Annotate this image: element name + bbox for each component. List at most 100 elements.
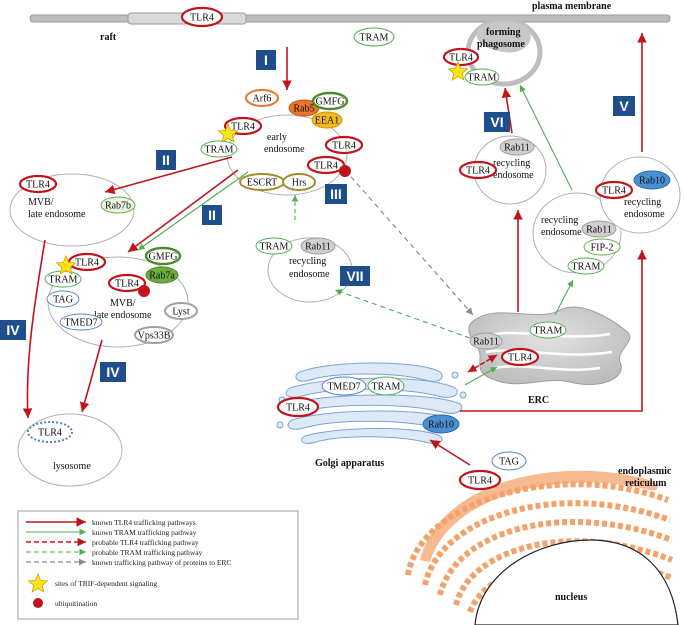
recycling-center-label-2: endosome	[541, 227, 582, 238]
mvb-1-label-1: MVB/	[28, 197, 54, 208]
arf6-badge	[245, 89, 279, 107]
recycling-vii-label-1: recycling	[289, 256, 326, 267]
erc: ERC	[468, 306, 631, 406]
legend-text-2: probable TLR4 trafficking pathway	[92, 538, 199, 547]
arrow-vii	[334, 289, 471, 339]
ubiquitin-dot-early	[339, 165, 351, 177]
pathway-box-i	[256, 50, 276, 70]
mvb-1-label-2: late endosome	[28, 209, 86, 220]
tlr4-mvb1-label: TLR4	[26, 180, 50, 191]
arrow-golgi-v	[460, 250, 647, 412]
rab7a-badge	[145, 266, 179, 284]
escrt-label: ESCRT	[247, 178, 278, 189]
recycling-vii-label-2: endosome	[289, 269, 330, 280]
arrow-erc-center	[554, 279, 574, 316]
tlr4-recycling-v-label: TLR4	[602, 186, 626, 197]
eea1-label: EEA1	[315, 116, 339, 127]
mvb-2-label-1: MVB/	[110, 298, 136, 309]
rab11-recycling-vii	[300, 237, 336, 255]
recycling-v-label-2: endosome	[624, 209, 665, 220]
rab10-recycling-v	[633, 170, 671, 190]
tram-early-label: TRAM	[205, 145, 234, 156]
tram-recycling-center-label: TRAM	[572, 262, 601, 273]
tlr4-mvb2-left	[67, 252, 107, 272]
pathway-box-ii	[202, 205, 222, 225]
legend-text-1: known TRAM trafficking pathway	[92, 528, 197, 537]
tlr4-lysosome-label: TLR4	[38, 428, 62, 439]
pathway-vii: VII	[346, 268, 363, 284]
rab10-recycling-v-label: Rab10	[639, 176, 665, 187]
phagosome-label-2: phagosome	[477, 39, 525, 50]
early-endosome-label-1: early	[267, 132, 287, 143]
tlr4-early	[223, 116, 263, 136]
pathway-iv-right: IV	[106, 364, 120, 380]
pathway-vi: VI	[490, 114, 503, 130]
arrow-golgi-erc-red-back	[467, 354, 498, 373]
tlr4-erc-label: TLR4	[508, 353, 532, 364]
pathway-labels: I II II III IV IV V VI VII	[0, 50, 635, 382]
lysosome	[17, 413, 123, 487]
tlr4-golgi-label: TLR4	[286, 403, 310, 414]
pathway-ii: II	[208, 207, 216, 223]
tlr4-erc	[500, 347, 540, 367]
phagosome-label-1: forming	[486, 27, 520, 38]
vps33b-badge	[134, 326, 174, 344]
legend: known TLR4 trafficking pathways known TR…	[17, 510, 299, 620]
rab11-recycling-vii-label: Rab11	[305, 242, 331, 253]
arrow-center-phagosome	[519, 84, 573, 191]
lyst-label: Lyst	[172, 307, 189, 318]
arrow-gray-erc	[344, 169, 474, 316]
rab10-golgi-label: Rab10	[428, 420, 454, 431]
pathway-box-iv-right	[100, 362, 126, 382]
arrow-vi	[501, 87, 513, 134]
tlr4-phagosome	[442, 47, 480, 67]
er-label-1: endoplasmic	[618, 466, 672, 477]
tlr4-early-right	[324, 135, 364, 155]
tmed7-golgi-label: TMED7	[327, 382, 360, 393]
mvb-2-label-2: late endosome	[94, 310, 152, 321]
tlr4-recycling-vi-label: TLR4	[466, 166, 490, 177]
tlr4-ubiquitinated	[306, 155, 346, 175]
ubiquitin-dot-mvb	[138, 285, 150, 297]
tlr4-mvb1	[18, 174, 58, 194]
rab11-recycling-vi-label: Rab11	[504, 143, 530, 154]
tram-erc	[529, 321, 567, 339]
recycling-vi-label-2: endosome	[493, 170, 534, 181]
trif-star-early	[217, 122, 239, 143]
tmed7-mvb	[59, 313, 103, 331]
legend-text-5: sites of TRIF-dependent signaling	[55, 579, 157, 588]
pathway-box-iv-left	[0, 320, 26, 340]
pathway-iii: III	[330, 186, 342, 202]
arrow-er-golgi	[429, 439, 471, 466]
erc-label: ERC	[528, 395, 549, 406]
pathway-box-ii-top	[156, 150, 176, 170]
tlr4-mvb2-right-label: TLR4	[115, 279, 139, 290]
arf6-label: Arf6	[253, 94, 272, 105]
tlr4-ubiquitinated-label: TLR4	[314, 161, 338, 172]
tram-early	[200, 140, 238, 158]
tram-mvb2-label: TRAM	[49, 275, 78, 286]
fip2-label: FIP-2	[591, 243, 614, 254]
eea1-badge	[311, 111, 343, 129]
plasma-membrane: plasma membrane raft	[29, 1, 671, 43]
nucleus	[474, 539, 679, 625]
pathway-v: V	[619, 98, 629, 114]
trif-star-phagosome	[447, 60, 469, 81]
tag-er-label: TAG	[499, 457, 519, 468]
rab11-recycling-center	[581, 220, 617, 238]
recycling-v-label-1: recycling	[624, 197, 661, 208]
tlr4-membrane-label: TLR4	[190, 13, 214, 24]
rab11-erc-label: Rab11	[473, 337, 499, 348]
gmfg-badge-mvb	[144, 246, 182, 266]
tram-membrane-label: TRAM	[360, 33, 389, 44]
legend-text-6: ubiquitination	[55, 599, 97, 608]
plasma-membrane-label: plasma membrane	[532, 1, 612, 12]
rab5-label: Rab5	[293, 104, 314, 115]
legend-text-0: known TLR4 trafficking pathways	[92, 518, 196, 527]
rab10-golgi	[422, 414, 460, 434]
tlr4-recycling-v	[594, 180, 634, 200]
rab7b-label: Rab7b	[105, 201, 131, 212]
tram-phagosome-label: TRAM	[468, 73, 497, 84]
tram-golgi	[367, 376, 405, 396]
recycling-center-label-1: recycling	[541, 215, 578, 226]
